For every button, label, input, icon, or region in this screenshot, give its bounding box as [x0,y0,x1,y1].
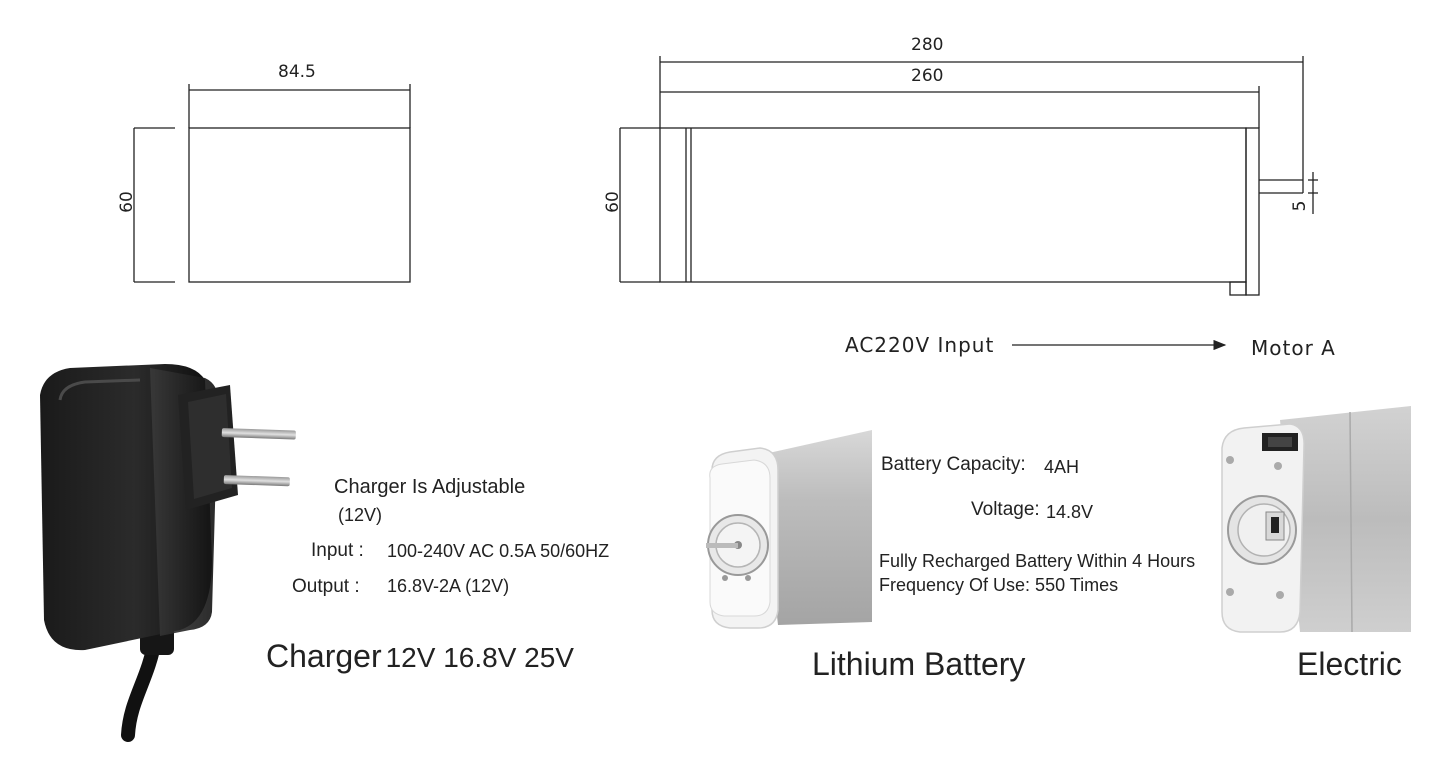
charger-adjustable-note: (12V) [338,505,383,525]
battery-capacity-value: 4AH [1044,457,1080,477]
battery-voltage-value: 14.8V [1046,502,1094,522]
motor-drawing [619,56,1318,296]
electric-motor-image [1221,406,1411,633]
charger-input-label: Input : [311,540,364,561]
charger-caption-voltages: 12V 16.8V 25V [385,642,574,673]
battery-recharge-note: Fully Recharged Battery Within 4 Hours [879,551,1196,571]
charger-caption-main: Charger [266,638,382,674]
charger-output-value: 16.8V-2A (12V) [387,576,510,596]
battery-caption: Lithium Battery [812,646,1026,682]
motor-body-length-label: 260 [911,66,944,86]
battery-image [706,430,872,629]
charger-image [40,364,296,742]
electric-caption: Electric [1297,646,1402,682]
battery-voltage-label: Voltage: [971,499,1040,520]
shaft-size-label: 5 [1290,200,1310,212]
charger-adjustable-label: Charger Is Adjustable [334,476,526,498]
motor-height-label: 60 [603,191,623,213]
flow-output-label: Motor A [1251,336,1336,360]
box-width-label: 84.5 [278,62,316,82]
battery-frequency-note: Frequency Of Use: 550 Times [879,575,1119,595]
box-height-label: 60 [117,191,137,213]
charger-output-label: Output : [292,576,360,597]
battery-capacity-label: Battery Capacity: [881,454,1026,475]
flow-input-label: AC220V Input [845,333,995,357]
motor-overall-length-label: 280 [911,35,944,55]
charger-input-value: 100-240V AC 0.5A 50/60HZ [387,541,610,561]
box-drawing [133,84,411,283]
